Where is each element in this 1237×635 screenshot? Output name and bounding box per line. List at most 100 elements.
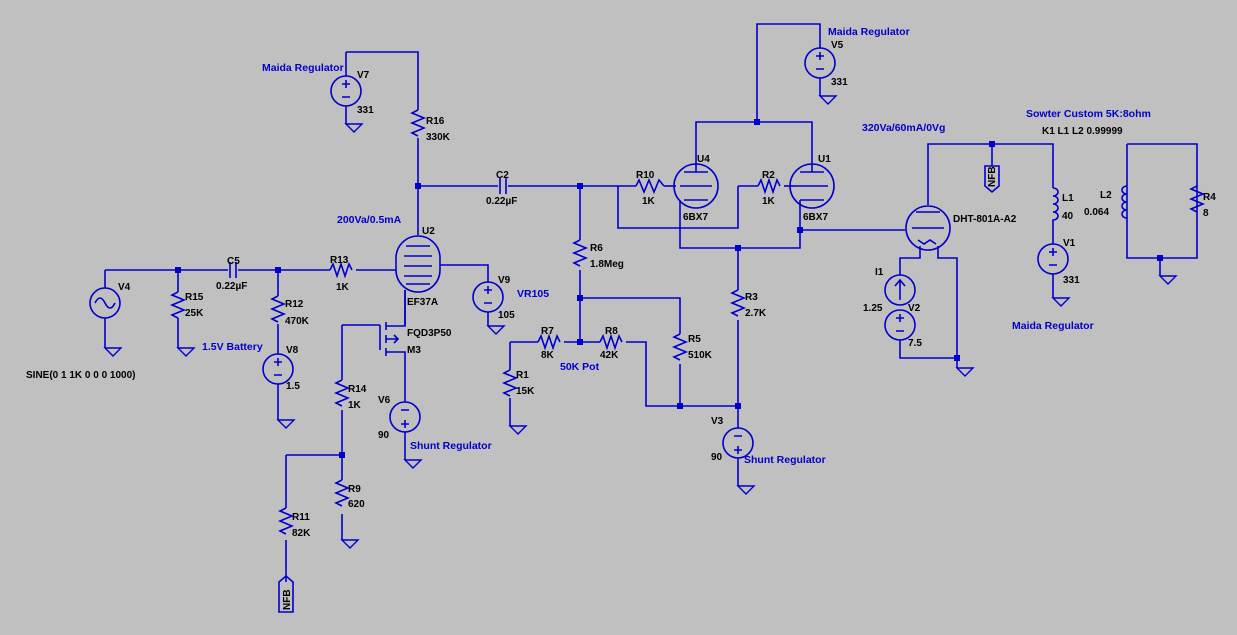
r10-symbol	[635, 177, 665, 195]
c5-name: C5	[227, 256, 240, 267]
r1-name: R1	[516, 370, 529, 381]
c2-name: C2	[496, 170, 509, 181]
r16-symbol	[409, 109, 427, 137]
battery-label: 1.5V Battery	[202, 341, 263, 353]
sowter-label: Sowter Custom 5K:8ohm	[1026, 108, 1151, 120]
maida-label-v5: Maida Regulator	[828, 26, 910, 38]
v4-value: SINE(0 1 1K 0 0 0 1000)	[26, 370, 136, 381]
c5-value: 0.22µF	[216, 281, 247, 292]
r4-value: 8	[1203, 208, 1209, 219]
r13-name: R13	[330, 255, 349, 266]
v4-name: V4	[118, 282, 131, 293]
nfb-top-flag	[984, 165, 1000, 194]
bias-label-output: 320Va/60mA/0Vg	[862, 122, 945, 134]
r6-value: 1.8Meg	[590, 259, 624, 270]
v1-name: V1	[1063, 238, 1076, 249]
v6-value: 90	[378, 430, 390, 441]
r1-symbol	[501, 369, 519, 397]
r9-symbol	[333, 479, 351, 507]
r6-symbol	[571, 239, 589, 267]
tube-value: DHT-801A-A2	[953, 214, 1017, 225]
v2-value: 7.5	[908, 338, 922, 349]
r5-name: R5	[688, 334, 701, 345]
component-labels: R16 330K C2 0.22µF R10 1K U4 6BX7 R2 1K …	[26, 40, 1216, 539]
wires	[104, 23, 1198, 582]
v1-symbol	[1037, 243, 1069, 275]
r7-value: 8K	[541, 350, 555, 361]
shunt-label-v3: Shunt Regulator	[744, 454, 826, 466]
r10-value: 1K	[642, 196, 656, 207]
r11-symbol	[277, 507, 295, 535]
r3-name: R3	[745, 292, 758, 303]
r4-symbol	[1188, 185, 1206, 213]
v7-name: V7	[357, 70, 370, 81]
m3-value: FQD3P50	[407, 328, 452, 339]
u2-name: U2	[422, 226, 435, 237]
i1-name: I1	[875, 267, 884, 278]
v5-name: V5	[831, 40, 844, 51]
c2-value: 0.22µF	[486, 196, 517, 207]
r16-value: 330K	[426, 132, 451, 143]
maida-label-v7: Maida Regulator	[262, 62, 344, 74]
r10-name: R10	[636, 170, 655, 181]
u1-value: 6BX7	[803, 212, 828, 223]
r7-name: R7	[541, 326, 554, 337]
v6-symbol	[389, 401, 421, 433]
dht-801a-tube	[905, 205, 951, 251]
r11-value: 82K	[292, 528, 311, 539]
v3-value: 90	[711, 452, 723, 463]
r12-name: R12	[285, 299, 304, 310]
bias-label-u2: 200Va/0.5mA	[337, 214, 402, 226]
junctions	[175, 119, 1163, 458]
v9-value: 105	[498, 310, 515, 321]
r2-symbol	[757, 177, 781, 195]
v5-value: 331	[831, 77, 848, 88]
r3-symbol	[729, 289, 747, 317]
nfb-top-text: NFB	[987, 166, 998, 187]
v6-name: V6	[378, 395, 391, 406]
l1-value: 40	[1062, 211, 1074, 222]
r6-name: R6	[590, 243, 603, 254]
m3-mosfet	[379, 290, 406, 360]
l2-value: 0.064	[1084, 207, 1109, 218]
r2-name: R2	[762, 170, 775, 181]
r5-symbol	[671, 333, 689, 361]
pot-label: 50K Pot	[560, 361, 600, 373]
u2-value: EF37A	[407, 297, 438, 308]
u1-name: U1	[818, 154, 831, 165]
r14-symbol	[333, 379, 351, 407]
r7-symbol	[537, 333, 561, 351]
r8-name: R8	[605, 326, 618, 337]
r8-value: 42K	[600, 350, 619, 361]
u4-tube	[673, 163, 719, 209]
l2-symbol	[1121, 185, 1128, 219]
v5-symbol	[804, 47, 836, 79]
r15-symbol	[169, 291, 187, 319]
v2-symbol	[884, 309, 916, 341]
r5-value: 510K	[688, 350, 713, 361]
u2-tube	[395, 235, 441, 293]
i1-value: 1.25	[863, 303, 883, 314]
r14-name: R14	[348, 384, 367, 395]
r3-value: 2.7K	[745, 308, 767, 319]
maida-label-v1: Maida Regulator	[1012, 320, 1094, 332]
l1-name: L1	[1062, 193, 1074, 204]
u1-tube	[789, 163, 835, 209]
r4-name: R4	[1203, 192, 1216, 203]
v8-symbol	[262, 353, 294, 385]
v8-name: V8	[286, 345, 299, 356]
v2-name: V2	[908, 303, 921, 314]
v3-name: V3	[711, 416, 724, 427]
l2-name: L2	[1100, 190, 1112, 201]
r13-value: 1K	[336, 282, 350, 293]
r8-symbol	[599, 333, 623, 351]
u4-value: 6BX7	[683, 212, 708, 223]
l1-symbol	[1052, 187, 1059, 222]
r15-value: 25K	[185, 308, 204, 319]
r14-value: 1K	[348, 400, 362, 411]
r9-name: R9	[348, 484, 361, 495]
nfb-bottom-text: NFB	[282, 589, 293, 610]
r16-name: R16	[426, 116, 445, 127]
shunt-label-v6: Shunt Regulator	[410, 440, 492, 452]
